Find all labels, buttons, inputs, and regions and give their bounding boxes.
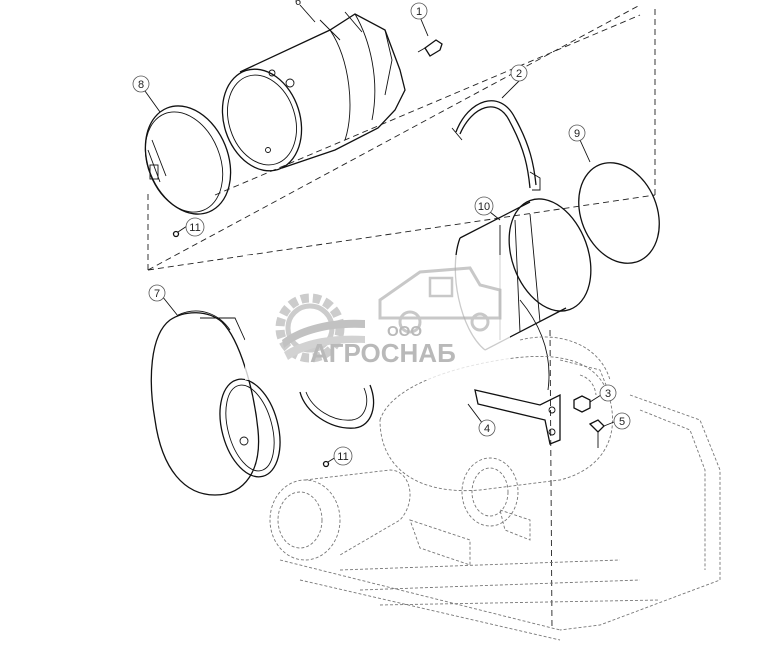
svg-text:11: 11 [189, 222, 200, 234]
callout-11-lower: 11 [333, 446, 353, 466]
svg-text:7: 7 [154, 288, 160, 300]
part-5-bolt [588, 419, 605, 448]
callout-11-upper: 11 [185, 217, 205, 237]
svg-text:6: 6 [295, 0, 301, 8]
svg-text:1: 1 [416, 6, 422, 18]
svg-text:9: 9 [574, 128, 580, 140]
part-3-nut [573, 395, 591, 413]
assembly-guide-lines [147, 4, 656, 631]
svg-text:8: 8 [138, 79, 144, 91]
gear-logo-icon [275, 293, 365, 363]
watermark: ООО АГРОСНАБ [245, 255, 510, 380]
svg-text:5: 5 [619, 416, 625, 428]
callout-leader-lines [144, 4, 615, 463]
part-4-bracket [474, 299, 561, 445]
callout-5: 5 [613, 412, 631, 430]
part-11-small-fasteners [172, 230, 330, 468]
part-2-mounting-strap [451, 100, 541, 191]
callout-7: 7 [148, 284, 166, 302]
callout-6: 6 [295, 0, 301, 8]
part-6-air-cleaner-housing [221, 11, 406, 172]
callout-1: 1 [410, 2, 428, 20]
frame-context-phantom [269, 336, 721, 641]
part-1-bolt [417, 39, 443, 57]
svg-text:4: 4 [484, 423, 490, 435]
svg-text:АГРОСНАБ: АГРОСНАБ [310, 338, 456, 368]
lower-clamp-ring [299, 384, 375, 429]
part-7-precleaner-cover [150, 310, 281, 496]
svg-text:10: 10 [478, 201, 490, 213]
part-9-sealing-ring [578, 162, 660, 264]
callout-labels: 6 1 2 8 9 10 11 7 [132, 0, 631, 466]
callout-10: 10 [474, 196, 494, 216]
callout-8: 8 [132, 75, 150, 93]
combine-harvester-icon [378, 266, 502, 334]
svg-text:3: 3 [605, 388, 611, 400]
callout-3: 3 [599, 384, 617, 402]
part-8-clamp-ring [144, 105, 232, 215]
svg-text:2: 2 [516, 68, 522, 80]
callout-4: 4 [478, 419, 496, 437]
svg-text:11: 11 [337, 451, 348, 463]
callout-2: 2 [510, 64, 528, 82]
svg-text:ООО: ООО [387, 323, 422, 340]
callout-9: 9 [568, 124, 586, 142]
